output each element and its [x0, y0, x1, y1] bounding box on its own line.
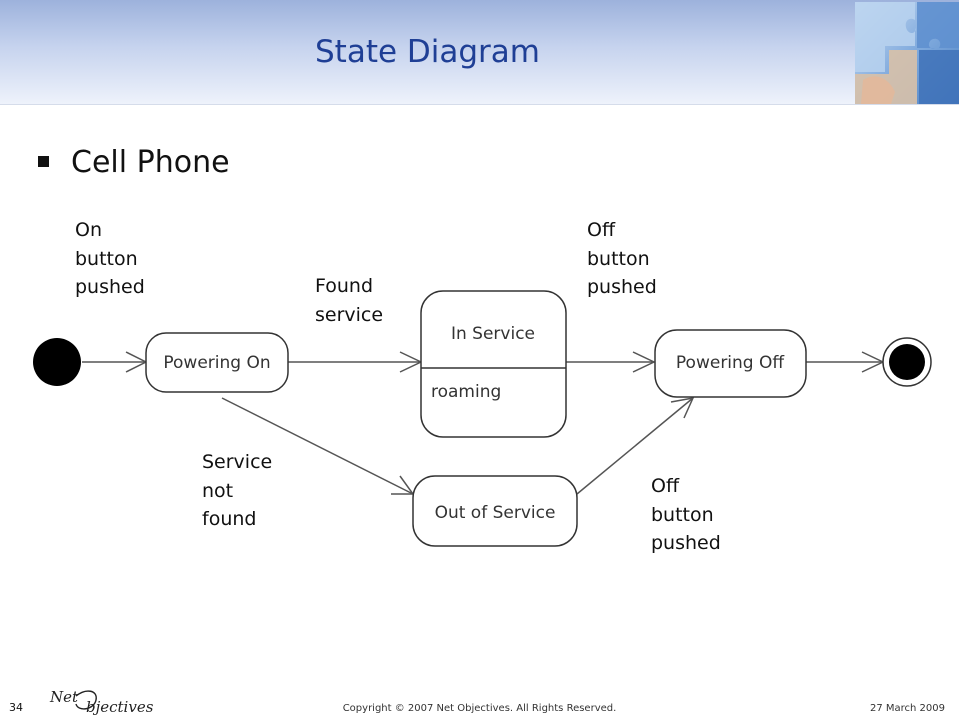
label-line: pushed	[587, 276, 657, 298]
slide-number: 34	[9, 701, 23, 714]
transition-to-out-of-service	[221, 397, 414, 495]
label-line: On	[75, 219, 102, 241]
label-service-not-found: Service not found	[202, 448, 272, 534]
transition-out-of-service-to-powering-off	[576, 397, 694, 495]
label-line: service	[315, 303, 384, 326]
state-powering-off: Powering Off	[654, 329, 807, 398]
label-line: button	[75, 247, 138, 270]
state-powering-on-label: Powering On	[163, 353, 270, 373]
arrowhead	[632, 351, 656, 373]
state-in-service-region-label: roaming	[431, 382, 501, 402]
state-out-of-service-label: Out of Service	[435, 503, 556, 523]
label-line: button	[651, 503, 714, 526]
svg-text:bjectives: bjectives	[86, 698, 154, 716]
label-line: Off	[587, 219, 616, 241]
label-found-service: Found service	[315, 272, 383, 329]
label-line: Service	[202, 451, 273, 473]
copyright-text: Copyright © 2007 Net Objectives. All Rig…	[342, 703, 617, 714]
initial-state-node	[33, 338, 81, 386]
final-state-node	[882, 337, 932, 387]
puzzle-image	[855, 2, 959, 104]
label-line: button	[587, 247, 650, 270]
state-out-of-service: Out of Service	[412, 475, 578, 547]
label-line: pushed	[75, 276, 145, 298]
bullet-marker	[38, 156, 49, 167]
label-line: Found	[315, 275, 374, 297]
state-powering-off-label: Powering Off	[676, 353, 785, 373]
label-line: pushed	[651, 532, 721, 554]
label-line: Off	[651, 475, 680, 497]
slide-header: State Diagram	[0, 0, 959, 105]
svg-text:Net: Net	[49, 688, 79, 706]
label-off-button-pushed-bottom: Off button pushed	[651, 472, 721, 558]
bullet-text: Cell Phone	[71, 145, 230, 180]
slide-title: State Diagram	[314, 34, 540, 70]
label-off-button-pushed-top: Off button pushed	[587, 216, 657, 302]
slide-date: 27 March 2009	[869, 703, 945, 714]
net-objectives-logo: Net bjectives	[46, 686, 166, 716]
arrowhead	[670, 397, 695, 419]
state-in-service: In Service roaming	[420, 290, 567, 438]
label-line: found	[202, 508, 257, 530]
label-line: not	[202, 479, 234, 502]
state-in-service-label: In Service	[451, 324, 535, 344]
label-on-button-pushed: On button pushed	[75, 216, 145, 302]
state-powering-on: Powering On	[145, 332, 289, 393]
